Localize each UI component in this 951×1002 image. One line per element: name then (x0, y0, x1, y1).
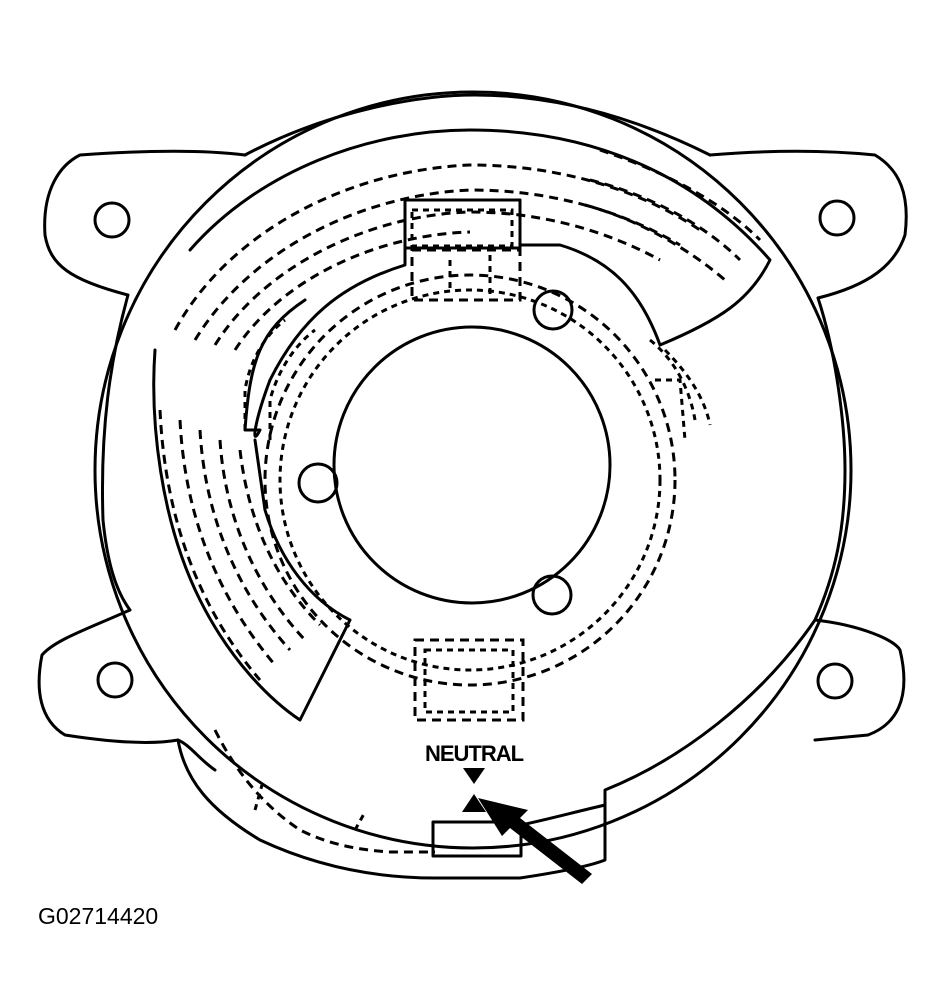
neutral-triangle-down-icon (463, 768, 485, 784)
connector-top (403, 198, 522, 302)
mounting-hole-top-right (818, 199, 856, 237)
mounting-hole-top-left (93, 201, 131, 239)
rotor-ring-inner (278, 288, 662, 672)
rotor-pin-left (297, 462, 339, 504)
neutral-label: NEUTRAL (425, 741, 524, 766)
ribbon-cable (158, 148, 762, 681)
rotor-pin-top (532, 289, 574, 331)
rotor-pin-bottom (531, 574, 573, 616)
lower-rim (213, 729, 607, 858)
mounting-hole-bottom-right (816, 662, 854, 700)
pointer-arrow-icon (478, 798, 592, 884)
rotor (263, 273, 677, 687)
rotor-ring (263, 273, 677, 687)
center-hub (332, 325, 612, 605)
mounting-holes (93, 199, 856, 700)
mounting-hole-bottom-left (96, 661, 134, 699)
figure-id: G02714420 (38, 903, 159, 929)
neutral-triangle-up-icon (462, 794, 486, 812)
main-body (93, 90, 853, 850)
connector-bottom (413, 638, 525, 722)
neutral-mark: NEUTRAL (425, 741, 592, 884)
